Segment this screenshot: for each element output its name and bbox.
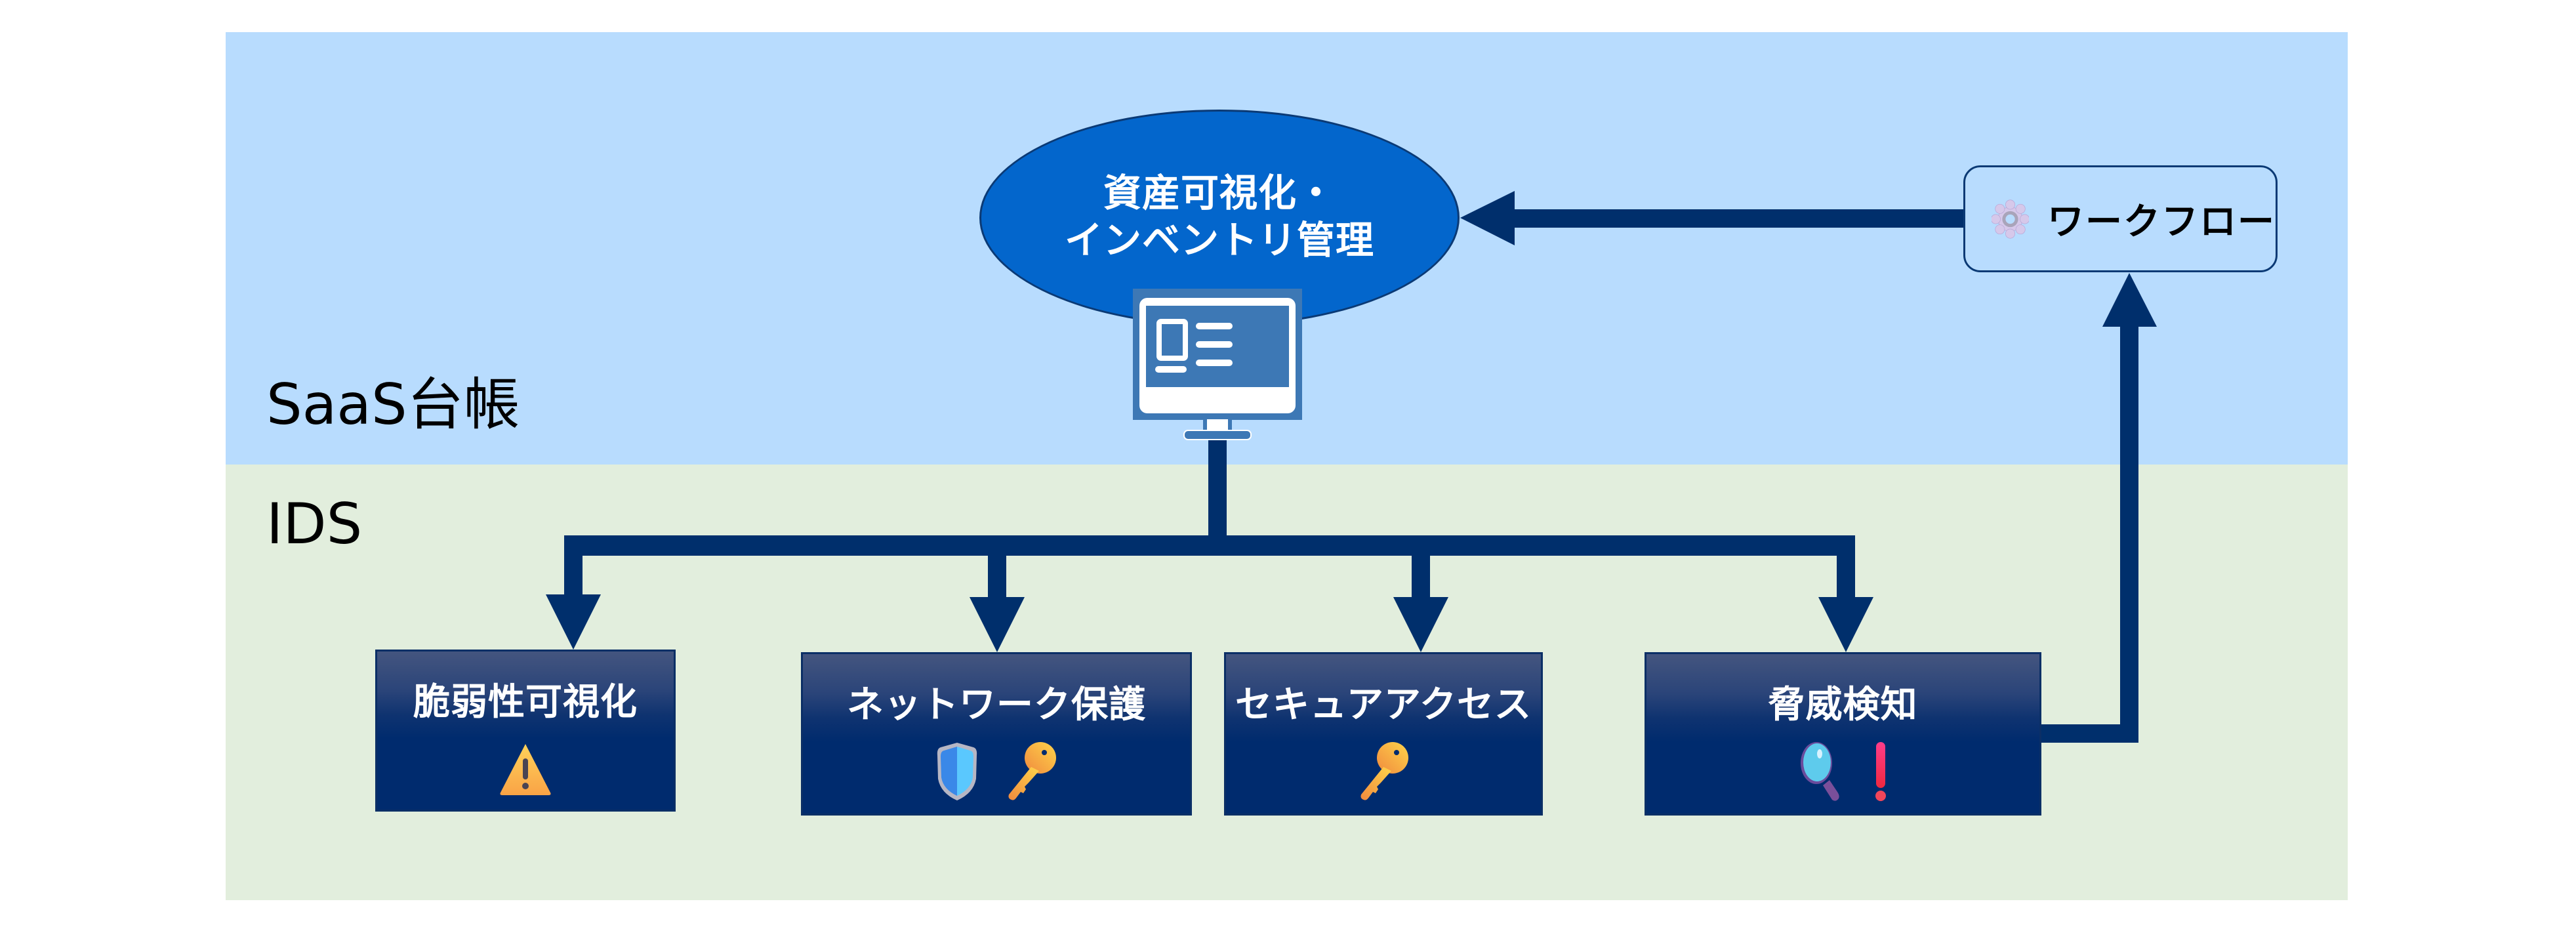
asset-inventory-title-line-2: インベントリ管理 <box>1064 218 1374 262</box>
feature-box-threat-detection: 脅威検知 <box>1645 652 2041 816</box>
arrow-head-4 <box>1818 597 1873 652</box>
lane-label-ids: IDS <box>266 491 363 557</box>
magnifier-icon <box>1800 742 1839 801</box>
exclamation-icon <box>1875 742 1886 801</box>
key-icon <box>1360 742 1408 800</box>
workflow-line <box>1513 209 1963 228</box>
feature-title: 脆弱性可視化 <box>413 681 638 724</box>
shield-icon <box>937 743 977 800</box>
lane-label-saas: SaaS台帳 <box>266 372 520 438</box>
arrow-head-1 <box>546 594 601 650</box>
drop-line-4 <box>1837 535 1855 598</box>
arrow-head-up <box>2102 273 2157 327</box>
drop-line-1 <box>564 535 583 596</box>
arrow-head-left <box>1460 191 1515 245</box>
return-line-v <box>2120 325 2138 743</box>
drop-line-3 <box>1412 551 1430 598</box>
feature-box-network-protection: ネットワーク保護 <box>801 652 1192 816</box>
feature-box-secure-access: セキュアアクセス <box>1224 652 1543 816</box>
workflow-label: ワークフロー <box>2047 201 2276 243</box>
gear-icon <box>1992 199 2029 239</box>
arrow-head-2 <box>970 597 1025 652</box>
feature-title: ネットワーク保護 <box>847 684 1146 726</box>
workflow-node: ワークフロー <box>1963 165 2278 272</box>
arrow-head-3 <box>1393 597 1448 652</box>
feature-title: セキュアアクセス <box>1235 684 1532 726</box>
warning-icon <box>500 744 551 795</box>
drop-line-2 <box>988 551 1006 598</box>
monitor-list-icon <box>1133 289 1302 440</box>
asset-inventory-title-line-1: 資産可視化・ <box>1103 171 1336 215</box>
feature-title: 脅威検知 <box>1768 684 1918 726</box>
bus-line <box>564 535 1855 556</box>
key-icon <box>1008 742 1056 800</box>
feature-box-vulnerability: 脆弱性可視化 <box>375 650 676 812</box>
